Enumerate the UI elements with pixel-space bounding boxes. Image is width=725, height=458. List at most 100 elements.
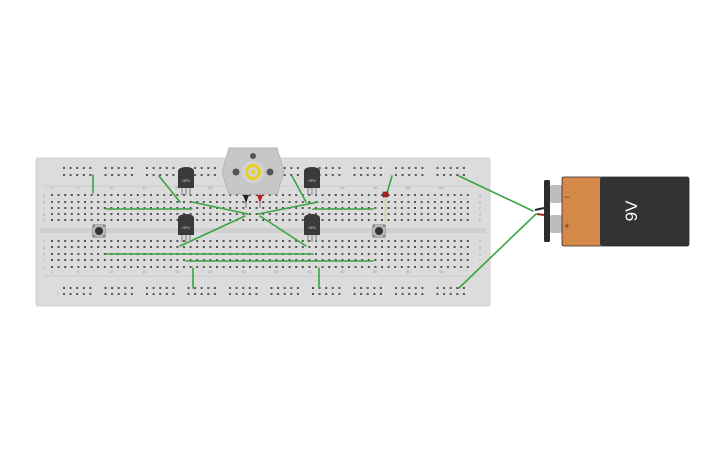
breadboard-hole[interactable]	[360, 174, 363, 176]
breadboard-hole[interactable]	[235, 293, 238, 295]
breadboard-hole[interactable]	[290, 167, 293, 169]
breadboard-hole[interactable]	[373, 293, 376, 295]
breadboard-hole[interactable]	[103, 240, 106, 242]
breadboard-hole[interactable]	[146, 167, 148, 169]
breadboard-hole[interactable]	[367, 246, 370, 248]
breadboard-hole[interactable]	[331, 293, 334, 295]
breadboard-hole[interactable]	[143, 219, 146, 221]
breadboard-hole[interactable]	[440, 213, 443, 215]
breadboard-hole[interactable]	[183, 207, 185, 209]
breadboard-hole[interactable]	[255, 266, 258, 268]
breadboard-hole[interactable]	[321, 194, 324, 196]
breadboard-hole[interactable]	[466, 253, 469, 255]
breadboard-hole[interactable]	[453, 213, 456, 215]
breadboard-hole[interactable]	[462, 293, 465, 295]
breadboard-hole[interactable]	[321, 201, 324, 203]
breadboard-hole[interactable]	[143, 240, 146, 242]
breadboard-hole[interactable]	[440, 207, 443, 209]
breadboard-hole[interactable]	[82, 293, 85, 295]
breadboard-hole[interactable]	[447, 201, 449, 203]
breadboard-hole[interactable]	[159, 174, 162, 176]
breadboard-hole[interactable]	[341, 207, 344, 209]
breadboard-hole[interactable]	[414, 287, 417, 289]
breadboard-hole[interactable]	[207, 167, 210, 169]
wire[interactable]	[179, 215, 246, 247]
breadboard-hole[interactable]	[150, 219, 152, 221]
breadboard-hole[interactable]	[466, 207, 469, 209]
breadboard-hole[interactable]	[117, 194, 119, 196]
breadboard-hole[interactable]	[447, 240, 449, 242]
breadboard-hole[interactable]	[341, 194, 344, 196]
breadboard-hole[interactable]	[394, 213, 397, 215]
breadboard-hole[interactable]	[395, 287, 397, 289]
breadboard-hole[interactable]	[275, 213, 278, 215]
breadboard-hole[interactable]	[176, 219, 179, 221]
breadboard-hole[interactable]	[308, 259, 311, 261]
breadboard-hole[interactable]	[200, 293, 203, 295]
breadboard-hole[interactable]	[420, 259, 423, 261]
breadboard-hole[interactable]	[196, 259, 199, 261]
breadboard-hole[interactable]	[249, 207, 251, 209]
breadboard-hole[interactable]	[366, 287, 369, 289]
breadboard-hole[interactable]	[262, 201, 265, 203]
breadboard-hole[interactable]	[64, 201, 67, 203]
breadboard-hole[interactable]	[163, 219, 166, 221]
breadboard-hole[interactable]	[318, 167, 321, 169]
breadboard-hole[interactable]	[51, 219, 53, 221]
breadboard-hole[interactable]	[255, 194, 258, 196]
breadboard-hole[interactable]	[130, 246, 133, 248]
breadboard-hole[interactable]	[130, 219, 133, 221]
breadboard-hole[interactable]	[312, 293, 314, 295]
breadboard-hole[interactable]	[156, 201, 159, 203]
breadboard-hole[interactable]	[427, 259, 430, 261]
breadboard-hole[interactable]	[268, 201, 271, 203]
breadboard-hole[interactable]	[367, 194, 370, 196]
breadboard-hole[interactable]	[407, 253, 410, 255]
breadboard-hole[interactable]	[156, 266, 159, 268]
breadboard-hole[interactable]	[433, 246, 436, 248]
breadboard-hole[interactable]	[449, 174, 452, 176]
breadboard-hole[interactable]	[301, 201, 304, 203]
breadboard-hole[interactable]	[76, 293, 79, 295]
breadboard-hole[interactable]	[282, 259, 284, 261]
breadboard-hole[interactable]	[334, 266, 337, 268]
breadboard-hole[interactable]	[70, 246, 73, 248]
breadboard-hole[interactable]	[400, 259, 403, 261]
breadboard-hole[interactable]	[427, 219, 430, 221]
breadboard-hole[interactable]	[440, 201, 443, 203]
breadboard-hole[interactable]	[255, 240, 258, 242]
breadboard-hole[interactable]	[249, 240, 251, 242]
breadboard-hole[interactable]	[296, 167, 299, 169]
breadboard-hole[interactable]	[374, 207, 377, 209]
breadboard-hole[interactable]	[282, 219, 284, 221]
breadboard-hole[interactable]	[295, 213, 298, 215]
breadboard-hole[interactable]	[433, 201, 436, 203]
breadboard-hole[interactable]	[207, 174, 210, 176]
breadboard-hole[interactable]	[270, 293, 273, 295]
breadboard-hole[interactable]	[462, 287, 465, 289]
breadboard-hole[interactable]	[183, 240, 185, 242]
breadboard-hole[interactable]	[325, 167, 328, 169]
breadboard-hole[interactable]	[400, 194, 403, 196]
breadboard-hole[interactable]	[275, 240, 278, 242]
breadboard-hole[interactable]	[414, 266, 416, 268]
breadboard-hole[interactable]	[408, 167, 411, 169]
breadboard-hole[interactable]	[379, 293, 382, 295]
wire[interactable]	[291, 175, 307, 203]
breadboard-hole[interactable]	[373, 167, 376, 169]
breadboard-hole[interactable]	[196, 213, 199, 215]
breadboard-hole[interactable]	[447, 259, 449, 261]
breadboard-hole[interactable]	[235, 201, 238, 203]
breadboard-hole[interactable]	[341, 266, 344, 268]
breadboard-hole[interactable]	[152, 293, 155, 295]
breadboard-hole[interactable]	[123, 219, 126, 221]
breadboard-hole[interactable]	[374, 240, 377, 242]
breadboard-hole[interactable]	[282, 266, 284, 268]
breadboard-hole[interactable]	[366, 293, 369, 295]
breadboard-hole[interactable]	[387, 240, 390, 242]
breadboard-hole[interactable]	[420, 213, 423, 215]
breadboard-hole[interactable]	[77, 213, 80, 215]
breadboard-hole[interactable]	[70, 240, 73, 242]
breadboard-hole[interactable]	[395, 293, 397, 295]
breadboard-hole[interactable]	[82, 174, 85, 176]
